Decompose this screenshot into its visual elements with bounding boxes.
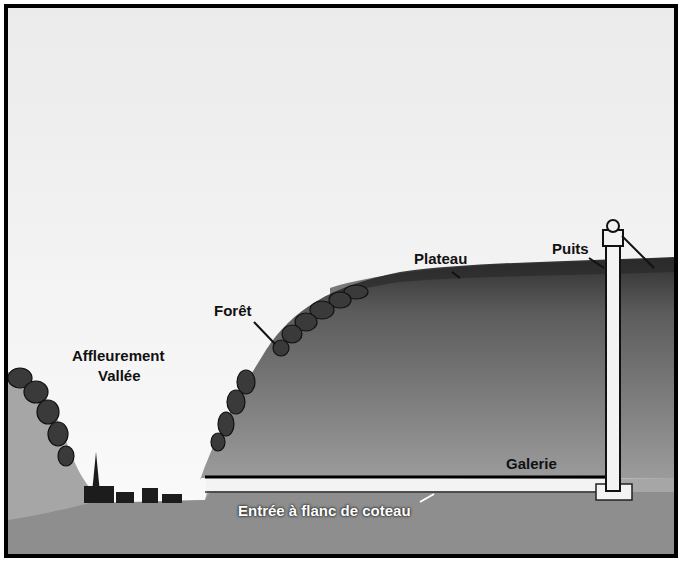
forest-trees [8, 285, 368, 466]
village [84, 452, 182, 503]
frame-border [6, 6, 676, 556]
sky [8, 8, 674, 554]
tree [37, 400, 59, 424]
gallery-roof-line [205, 476, 606, 479]
tree [282, 325, 302, 343]
tree [211, 433, 225, 451]
label: Forêt [214, 302, 252, 320]
label: Plateau [414, 250, 467, 268]
tree [273, 340, 289, 356]
tree [218, 412, 234, 436]
leader-line [420, 494, 434, 502]
leader-line [254, 322, 275, 344]
mine-shaft [606, 245, 620, 491]
tree [227, 390, 245, 414]
hill [200, 257, 674, 480]
building [142, 488, 158, 503]
building [84, 486, 114, 503]
leader-lines [254, 258, 604, 502]
label: Vallée [98, 367, 141, 385]
label: Puits [552, 240, 589, 258]
building [162, 494, 182, 503]
label: Galerie [506, 455, 557, 473]
leader-line [589, 258, 604, 268]
leader-line [452, 272, 460, 278]
plateau-top-band [330, 258, 674, 300]
gallery-floor-line [205, 491, 596, 493]
label: Affleurement [72, 347, 165, 365]
building [116, 492, 134, 503]
tree [24, 381, 48, 403]
tree [58, 446, 74, 466]
label: Entrée à flanc de coteau [238, 502, 411, 520]
gallery-tunnel [206, 479, 610, 491]
headframe [603, 220, 654, 268]
headframe-wheel [607, 220, 619, 232]
headframe-strut [622, 236, 654, 268]
tree [48, 422, 68, 446]
